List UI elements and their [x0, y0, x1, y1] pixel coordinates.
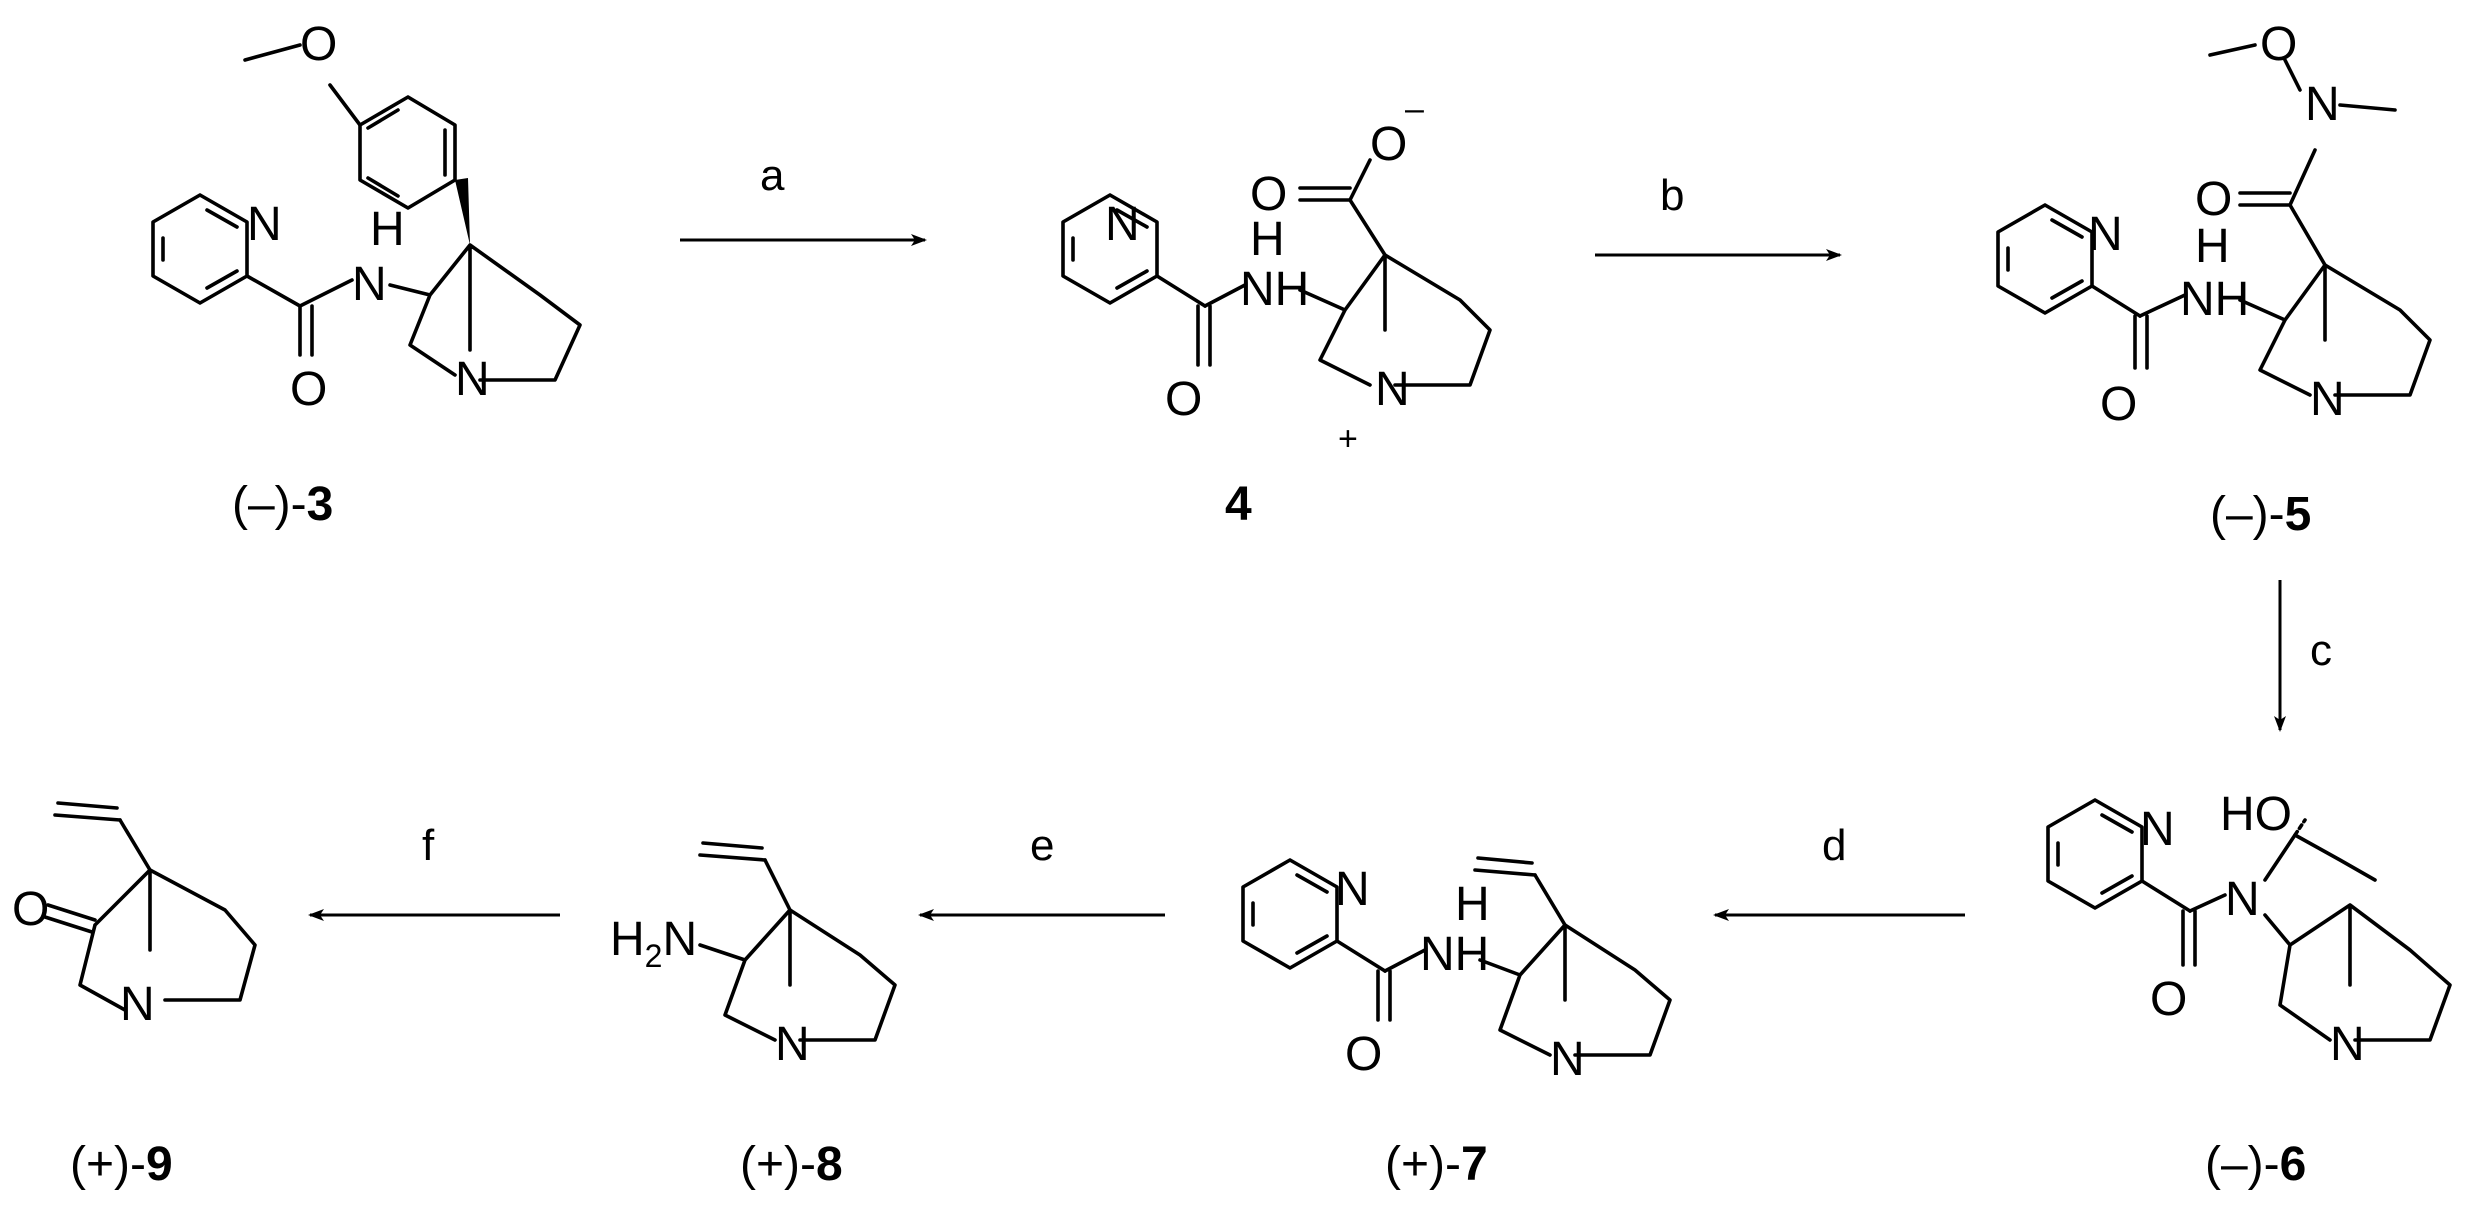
weinreb-oxygen: O [2260, 18, 2297, 71]
amide-nitrogen: NH [1240, 263, 1309, 316]
quinuclidine-nitrogen: N [120, 978, 155, 1031]
compound-7-label: (+)-7 [1385, 1138, 1488, 1191]
compound-5-structure: N O NH H N O N O [1996, 18, 2432, 431]
step-label-b: b [1660, 171, 1684, 220]
compound-7-structure: N O NH H N [1241, 856, 1672, 1086]
compound-6-structure: N O N N HO [2046, 788, 2452, 1071]
pyridine-nitrogen: N [1335, 863, 1370, 916]
step-label-f: f [422, 821, 435, 870]
compound-8-structure: H2N N [610, 841, 897, 1071]
carboxylate-oxygen-double: O [1250, 168, 1287, 221]
hydroxyl-group: HO [2220, 788, 2292, 841]
amide-hydrogen: H [2195, 220, 2230, 273]
amide-nitrogen: N [352, 258, 387, 311]
quinuclidine-nitrogen: N [1550, 1033, 1585, 1086]
amide-oxygen: O [1165, 373, 1202, 426]
amide-hydrogen: H [370, 203, 405, 256]
compound-9-structure: O N [12, 801, 257, 1031]
pyridine-nitrogen: N [1105, 198, 1140, 251]
ketone-oxygen: O [12, 883, 49, 936]
compound-3-label: (–)-3 [232, 478, 333, 531]
amide-hydrogen: H [1455, 878, 1490, 931]
compound-4-label: 4 [1225, 478, 1252, 531]
step-label-e: e [1030, 821, 1054, 870]
amide-oxygen: O [2150, 973, 2187, 1026]
compound-8-label: (+)-8 [740, 1138, 843, 1191]
quinuclidine-nitrogen: N [2310, 373, 2345, 426]
negative-charge: – [1405, 90, 1424, 128]
pyridine-ring [151, 193, 249, 305]
compound-4-structure: N O NH H N + O O – [1061, 90, 1492, 458]
pyridine-nitrogen: N [2140, 803, 2175, 856]
quinuclidine-nitrogen: N [775, 1018, 810, 1071]
carboxylate-oxygen-single: O [1370, 118, 1407, 171]
amide-nitrogen: NH [2180, 273, 2249, 326]
amide-oxygen: O [2100, 378, 2137, 431]
pyridine-nitrogen: N [247, 198, 282, 251]
quinuclidinium-nitrogen: N [1375, 363, 1410, 416]
amide-oxygen: O [290, 363, 327, 416]
lactam-nitrogen: N [2225, 873, 2260, 926]
amide-oxygen: O [1345, 1028, 1382, 1081]
amine-group: H2N [610, 913, 697, 974]
compound-3-structure: N O N H N O [151, 18, 582, 416]
quinuclidine-nitrogen: N [2330, 1018, 2365, 1071]
compound-5-label: (–)-5 [2210, 488, 2311, 541]
methoxy-oxygen: O [300, 18, 337, 71]
positive-charge: + [1338, 420, 1358, 458]
quinuclidine-nitrogen: N [455, 353, 490, 406]
compound-9-label: (+)-9 [70, 1138, 173, 1191]
pyridine-nitrogen: N [2088, 208, 2123, 261]
step-label-d: d [1822, 821, 1846, 870]
weinreb-carbonyl-oxygen: O [2195, 173, 2232, 226]
compound-6-label: (–)-6 [2205, 1138, 2306, 1191]
step-label-c: c [2310, 626, 2332, 675]
amide-nitrogen: NH [1420, 928, 1489, 981]
step-label-a: a [760, 151, 785, 200]
weinreb-nitrogen: N [2305, 78, 2340, 131]
amide-hydrogen: H [1250, 213, 1285, 266]
